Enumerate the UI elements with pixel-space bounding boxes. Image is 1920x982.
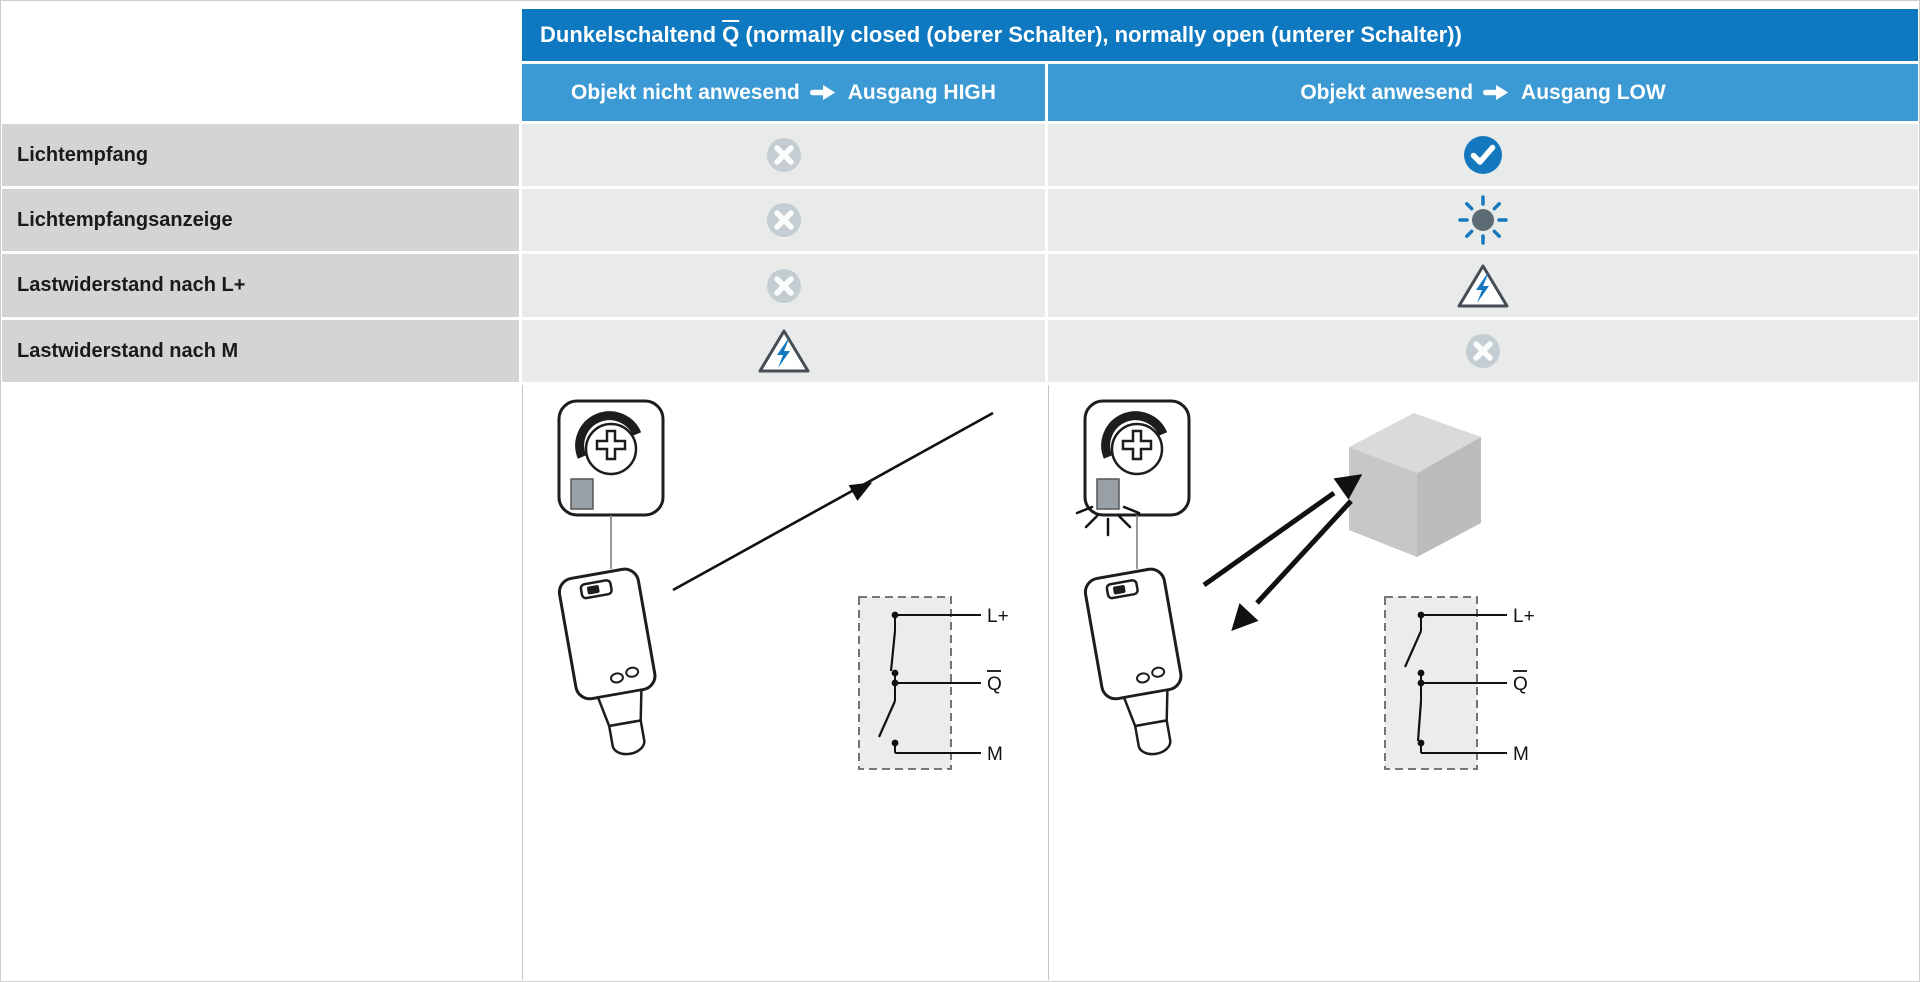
warning-lightning-icon bbox=[1457, 264, 1509, 307]
cell-last-m-low bbox=[1048, 320, 1918, 382]
cell-lichtempfang-high bbox=[522, 124, 1045, 186]
arrow-right-icon bbox=[1483, 85, 1509, 100]
illustration-object-absent: L+ Q M bbox=[522, 385, 1045, 980]
circuit-diagram-output-low: L+ Q M bbox=[1383, 595, 1535, 771]
cross-circle-icon bbox=[1466, 334, 1500, 368]
table-corner-spacer bbox=[2, 9, 519, 121]
circuit-label-m: M bbox=[987, 744, 1003, 765]
column-header-text: Ausgang HIGH bbox=[847, 80, 996, 104]
table-header-main: Dunkelschaltend Q (normally closed (ober… bbox=[522, 9, 1918, 61]
cross-circle-icon bbox=[766, 138, 801, 172]
photoelectric-sensor-drawing bbox=[557, 401, 668, 761]
sensor-diagram-with-object: L+ Q M bbox=[1075, 385, 1535, 771]
row-label-lichtempfangsanzeige: Lichtempfangsanzeige bbox=[2, 189, 519, 251]
cell-anzeige-high bbox=[522, 189, 1045, 251]
check-circle-icon bbox=[1464, 136, 1502, 174]
row-label-lastwiderstand-m: Lastwiderstand nach M bbox=[2, 320, 519, 382]
cross-circle-icon bbox=[766, 268, 801, 303]
emitted-light-beam bbox=[672, 411, 994, 592]
warning-lightning-icon bbox=[758, 329, 809, 373]
column-header-text: Objekt nicht anwesend bbox=[571, 80, 800, 104]
illustration-object-present: L+ Q M bbox=[1048, 385, 1918, 980]
column-header-object-present: Objekt anwesend Ausgang LOW bbox=[1048, 64, 1918, 121]
illustration-row-spacer bbox=[2, 385, 519, 980]
cross-circle-icon bbox=[766, 203, 801, 237]
cell-anzeige-low bbox=[1048, 189, 1918, 251]
circuit-diagram-output-high: L+ Q M bbox=[857, 595, 1009, 771]
row-label-lastwiderstand-lplus: Lastwiderstand nach L+ bbox=[2, 254, 519, 317]
cell-last-m-high bbox=[522, 320, 1045, 382]
column-header-object-absent: Objekt nicht anwesend Ausgang HIGH bbox=[522, 64, 1045, 121]
light-beam-reflected bbox=[1231, 499, 1353, 632]
cell-lichtempfang-low bbox=[1048, 124, 1918, 186]
arrow-right-icon bbox=[809, 85, 835, 100]
column-header-text: Ausgang LOW bbox=[1521, 80, 1666, 104]
light-beam-to-object bbox=[1202, 474, 1363, 588]
cell-last-lplus-high bbox=[522, 254, 1045, 317]
header-title: Dunkelschaltend Q (normally closed (ober… bbox=[540, 22, 1462, 47]
photoelectric-sensor-drawing bbox=[1083, 401, 1194, 761]
sensor-diagram-no-object: L+ Q M bbox=[523, 385, 1009, 771]
column-header-text: Objekt anwesend bbox=[1300, 80, 1474, 104]
cell-last-lplus-low bbox=[1048, 254, 1918, 317]
led-on-icon bbox=[1458, 195, 1508, 245]
circuit-label-lplus: L+ bbox=[1513, 606, 1535, 627]
q-bar-symbol: Q bbox=[722, 22, 740, 47]
circuit-label-qbar: Q bbox=[987, 674, 1002, 695]
row-label-lichtempfang: Lichtempfang bbox=[2, 124, 519, 186]
object-cube bbox=[1349, 413, 1481, 557]
circuit-label-lplus: L+ bbox=[987, 606, 1009, 627]
led-glow-rays bbox=[1075, 505, 1141, 537]
circuit-label-qbar: Q bbox=[1513, 674, 1528, 695]
circuit-label-m: M bbox=[1513, 744, 1529, 765]
